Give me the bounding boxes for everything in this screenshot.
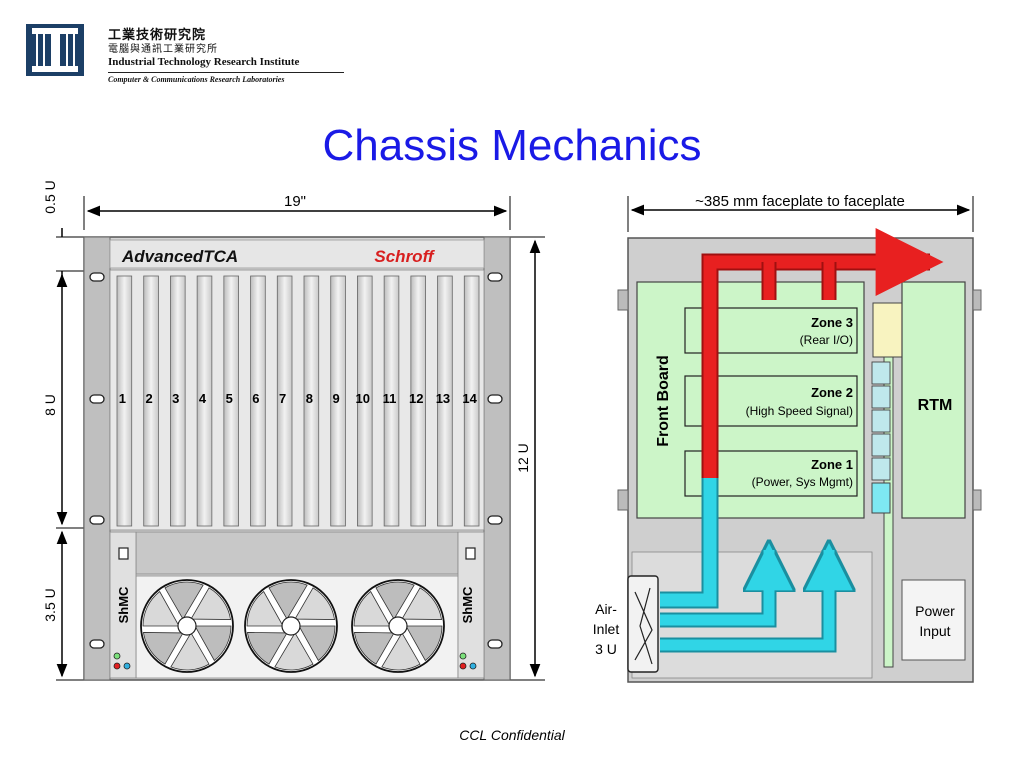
fan-3 xyxy=(351,579,445,673)
slot-faceplate-14 xyxy=(463,275,480,527)
slide-title: Chassis Mechanics xyxy=(322,121,702,170)
dim-top-label: 0.5 U xyxy=(42,180,58,213)
shmc-right-label: ShMC xyxy=(460,586,475,623)
slot-number-3: 3 xyxy=(172,391,179,406)
front-right-flange xyxy=(483,236,511,681)
slot-number-6: 6 xyxy=(252,391,259,406)
slot-faceplate-9 xyxy=(330,275,346,527)
slot-faceplates xyxy=(116,275,480,527)
slot-number-13: 13 xyxy=(436,391,450,406)
slot-number-1: 1 xyxy=(119,391,126,406)
slot-faceplate-7 xyxy=(276,275,293,527)
brand-advancedtca: AdvancedTCA xyxy=(121,247,238,266)
slot-faceplate-8 xyxy=(303,275,320,527)
slot-faceplate-13 xyxy=(437,275,453,527)
rack-handles xyxy=(89,272,503,649)
zone-1-connector xyxy=(871,482,891,514)
power-input-box xyxy=(901,579,966,661)
shmc-leds xyxy=(113,652,477,670)
rtm-board xyxy=(901,281,966,519)
front-view: 19" 0.5 U 8 U 3.5 U 12 U AdvancedTCA Sch… xyxy=(42,180,545,681)
logo-chinese-name: 工業技術研究院 xyxy=(108,28,207,43)
air-inlet-line2: Inlet xyxy=(593,621,620,637)
power-input-line2: Input xyxy=(919,623,950,639)
board-area xyxy=(109,269,485,531)
slot-number-2: 2 xyxy=(145,391,152,406)
brand-strip xyxy=(109,239,485,269)
logo-chinese-subname: 電腦與通訊工業研究所 xyxy=(108,44,218,55)
air-inlet-line1: Air- xyxy=(595,601,617,617)
airflow-hot xyxy=(701,228,944,478)
slot-faceplate-3 xyxy=(170,275,186,527)
logo-english-name: Industrial Technology Research Institute xyxy=(108,56,300,68)
zone-2-subtitle: (High Speed Signal) xyxy=(746,404,853,418)
side-view: ~385 mm faceplate to faceplate Front Boa… xyxy=(593,193,982,683)
slot-number-8: 8 xyxy=(306,391,313,406)
slot-number-12: 12 xyxy=(409,391,423,406)
slot-number-4: 4 xyxy=(199,391,207,406)
fan-1 xyxy=(140,579,234,673)
itri-logo: 工業技術研究院 電腦與通訊工業研究所 Industrial Technology… xyxy=(24,20,364,96)
depth-label: ~385 mm faceplate to faceplate xyxy=(695,193,905,210)
inlet-fan xyxy=(627,575,659,673)
slot-faceplate-11 xyxy=(383,275,400,527)
itri-logo-mark xyxy=(26,24,84,76)
zone-2-title: Zone 2 xyxy=(811,385,853,400)
slot-faceplate-10 xyxy=(357,275,373,527)
air-inlet-line3: 3 U xyxy=(595,641,617,657)
zone-1-title: Zone 1 xyxy=(811,457,853,472)
zone-3-title: Zone 3 xyxy=(811,315,853,330)
dim-fan-label: 3.5 U xyxy=(42,588,58,621)
slot-faceplate-12 xyxy=(410,275,426,527)
slot-number-9: 9 xyxy=(332,391,339,406)
zone-2-connectors xyxy=(871,361,891,481)
fans xyxy=(140,579,445,673)
brand-schroff: Schroff xyxy=(374,247,436,266)
slot-faceplate-6 xyxy=(250,275,266,527)
slot-number-10: 10 xyxy=(356,391,370,406)
slot-number-5: 5 xyxy=(226,391,233,406)
airflow-cool xyxy=(660,470,829,653)
width-label: 19" xyxy=(284,193,306,210)
slot-faceplate-1 xyxy=(116,275,133,527)
logo-english-subname: Computer & Communications Research Labor… xyxy=(108,75,285,84)
zone-1-subtitle: (Power, Sys Mgmt) xyxy=(752,475,853,489)
rtm-label: RTM xyxy=(918,397,953,414)
shmc-left-label: ShMC xyxy=(116,586,131,623)
fan-tray-top xyxy=(135,531,459,575)
dim-total-label: 12 U xyxy=(515,443,531,473)
slot-faceplate-4 xyxy=(196,275,213,527)
slot-faceplate-5 xyxy=(223,275,239,527)
zone-3-subtitle: (Rear I/O) xyxy=(800,333,853,347)
footer-confidential: CCL Confidential xyxy=(459,727,565,743)
power-input-line1: Power xyxy=(915,603,955,619)
slot-faceplate-2 xyxy=(143,275,159,527)
slot-number-14: 14 xyxy=(462,391,477,406)
dim-board-label: 8 U xyxy=(42,394,58,416)
fan-2 xyxy=(244,579,338,673)
slot-number-7: 7 xyxy=(279,391,286,406)
slot-number-11: 11 xyxy=(383,391,397,406)
front-board-label: Front Board xyxy=(655,355,672,447)
logo-divider xyxy=(108,72,344,73)
front-left-flange xyxy=(83,236,111,681)
